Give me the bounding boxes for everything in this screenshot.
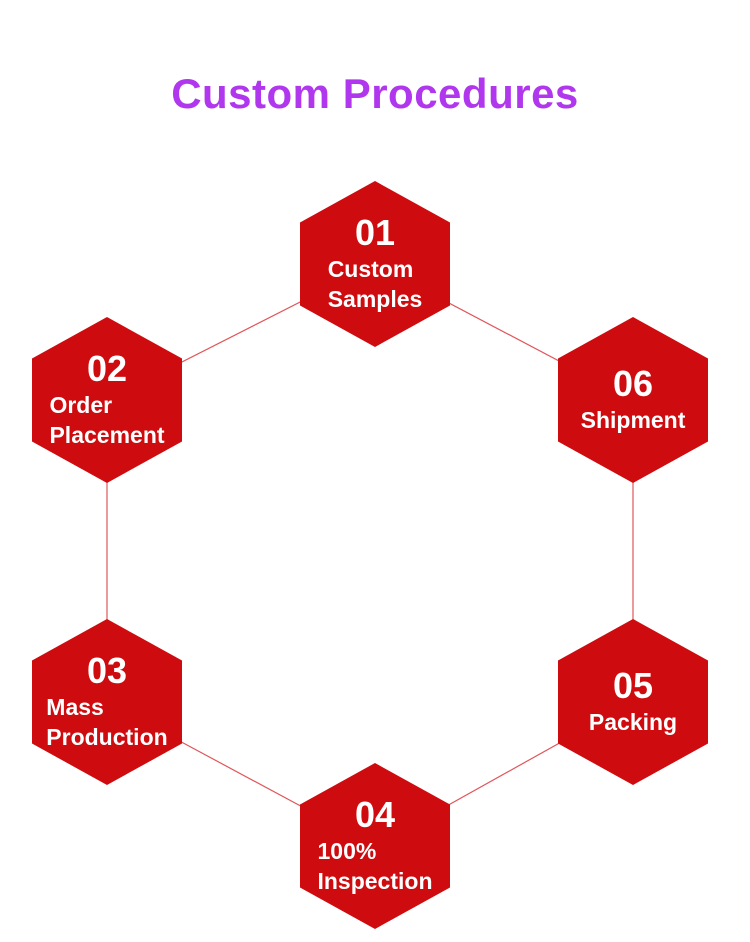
step-label-line: Order bbox=[49, 392, 113, 419]
step-label: Shipment bbox=[581, 406, 686, 436]
step-label: Order Placement bbox=[49, 391, 164, 451]
step-label-line: 100% bbox=[317, 838, 377, 865]
step-label-line: Packing bbox=[588, 709, 678, 736]
step-number: 05 bbox=[612, 664, 654, 706]
step-label: Custom Samples bbox=[328, 255, 423, 315]
step-hexagon-packing: 05 Packing bbox=[558, 619, 708, 785]
page-title: Custom Procedures bbox=[171, 70, 579, 117]
step-label-line: Mass bbox=[46, 694, 104, 721]
step-hexagon-mass-production: 03 Mass Production bbox=[32, 619, 182, 785]
step-number: 06 bbox=[612, 362, 654, 404]
step-number: 02 bbox=[86, 347, 128, 389]
step-hexagon-custom-samples: 01 Custom Samples bbox=[300, 181, 450, 347]
step-label-line: Placement bbox=[49, 422, 165, 449]
step-label-line: Inspection bbox=[317, 868, 433, 895]
step-label: Mass Production bbox=[46, 693, 167, 753]
step-number: 01 bbox=[354, 211, 396, 253]
step-label-line: Production bbox=[46, 724, 168, 751]
step-label-line: Custom bbox=[327, 256, 414, 283]
step-label-line: Samples bbox=[327, 286, 423, 313]
step-number: 03 bbox=[86, 649, 128, 691]
step-hexagon-inspection: 04 100% Inspection bbox=[300, 763, 450, 929]
step-number: 04 bbox=[354, 793, 396, 835]
step-label: Packing bbox=[589, 708, 677, 738]
step-label: 100% Inspection bbox=[317, 837, 432, 897]
step-label-line: Shipment bbox=[580, 407, 686, 434]
